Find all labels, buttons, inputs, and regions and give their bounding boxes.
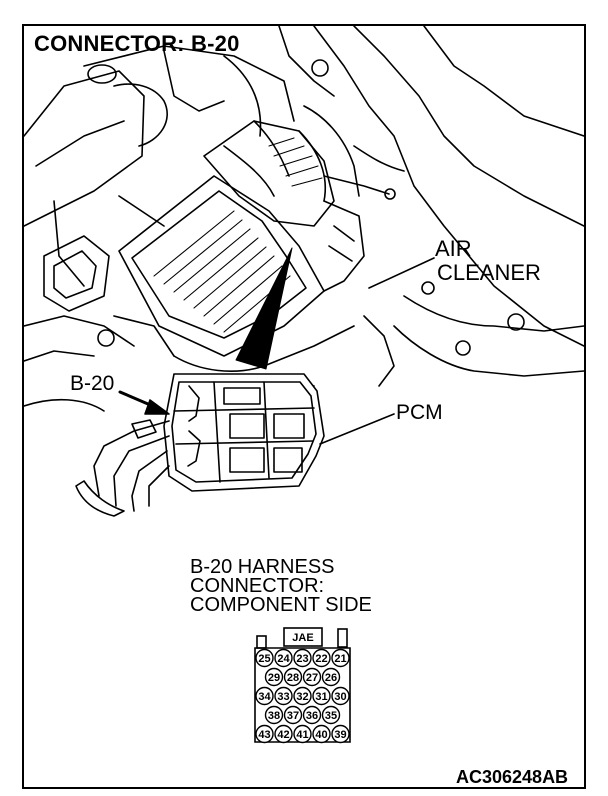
connector-pin bbox=[293, 648, 312, 668]
connector-pin-number: 27 bbox=[306, 672, 318, 684]
connector-pin-number: 43 bbox=[258, 729, 270, 741]
connector-lock-tab-right bbox=[337, 628, 348, 648]
connector-pin-number: 40 bbox=[315, 729, 327, 741]
air-cleaner-label-line2: CLEANER bbox=[437, 260, 541, 285]
connector-pin bbox=[283, 705, 303, 725]
connector-pin bbox=[321, 705, 341, 725]
connector-pin-number: 42 bbox=[277, 729, 289, 741]
connector-pin bbox=[274, 648, 293, 668]
connector-pin-number: 24 bbox=[277, 653, 290, 665]
connector-pin-number: 32 bbox=[296, 691, 308, 703]
connector-pin bbox=[302, 705, 322, 725]
connector-pin bbox=[264, 705, 284, 725]
connector-pin bbox=[321, 667, 341, 687]
connector-pin bbox=[331, 724, 350, 744]
connector-pin-number: 22 bbox=[315, 653, 327, 665]
connector-pin bbox=[255, 724, 274, 744]
connector-pin-number: 39 bbox=[334, 729, 346, 741]
connector-pin bbox=[302, 667, 322, 687]
connector-tag-box bbox=[283, 627, 323, 647]
connector-label: B-20 bbox=[70, 372, 115, 395]
page-title: CONNECTOR: B-20 bbox=[34, 31, 240, 56]
connector-pin-number: 30 bbox=[334, 691, 346, 703]
connector-pin-number: 33 bbox=[277, 691, 289, 703]
connector-pin-number: 26 bbox=[325, 672, 337, 684]
connector-pin-number: 35 bbox=[325, 710, 337, 722]
connector-pin-number: 21 bbox=[334, 653, 346, 665]
connector-pin bbox=[312, 724, 331, 744]
connector-pin bbox=[312, 686, 331, 706]
pin-grid: 25 24 23 22 21 29 28 27 26 34 33 32 31 30 38 37 36 35 43 42… bbox=[255, 648, 350, 744]
connector-pin-number: 23 bbox=[296, 653, 308, 665]
connector-pin bbox=[293, 724, 312, 744]
connector-caption-line2: CONNECTOR: bbox=[190, 575, 325, 597]
connector-pin bbox=[283, 667, 303, 687]
connector-pinout: JAE 25 24 23 22 21 29 28 27 26 34 33 32 31 30 38 37 36 35… bbox=[254, 627, 351, 744]
pcm-label: PCM bbox=[396, 401, 443, 424]
connector-pin-number: 29 bbox=[268, 672, 280, 684]
connector-pin-number: 41 bbox=[296, 729, 308, 741]
air-cleaner-label: AIR bbox=[435, 236, 472, 261]
reference-code: AC306248AB bbox=[456, 767, 569, 787]
connector-pin-number: 28 bbox=[287, 672, 299, 684]
connector-pin-number: 36 bbox=[306, 710, 318, 722]
connector-pin bbox=[331, 686, 350, 706]
connector-body bbox=[254, 647, 351, 743]
connector-tag: JAE bbox=[292, 632, 313, 644]
connector-lock-tab-left bbox=[256, 635, 267, 649]
connector-pin bbox=[255, 648, 274, 668]
connector-pin bbox=[331, 648, 350, 668]
connector-pin-number: 38 bbox=[268, 710, 280, 722]
connector-pin-number: 31 bbox=[315, 691, 327, 703]
diagram-frame: CONNECTOR: B-20 AIR CLEANER B-20 PCM B-2… bbox=[22, 24, 586, 789]
connector-pin-number: 34 bbox=[258, 691, 271, 703]
connector-caption-line1: B-20 HARNESS bbox=[190, 556, 335, 578]
connector-pin-number: 37 bbox=[287, 710, 299, 722]
connector-pin bbox=[274, 724, 293, 744]
connector-caption-line3: COMPONENT SIDE bbox=[190, 594, 372, 616]
connector-pin bbox=[293, 686, 312, 706]
connector-pin bbox=[274, 686, 293, 706]
connector-pin bbox=[264, 667, 284, 687]
engine-bay-illustration bbox=[24, 26, 584, 517]
connector-pin bbox=[312, 648, 331, 668]
connector-pin-number: 25 bbox=[258, 653, 270, 665]
connector-pin bbox=[255, 686, 274, 706]
